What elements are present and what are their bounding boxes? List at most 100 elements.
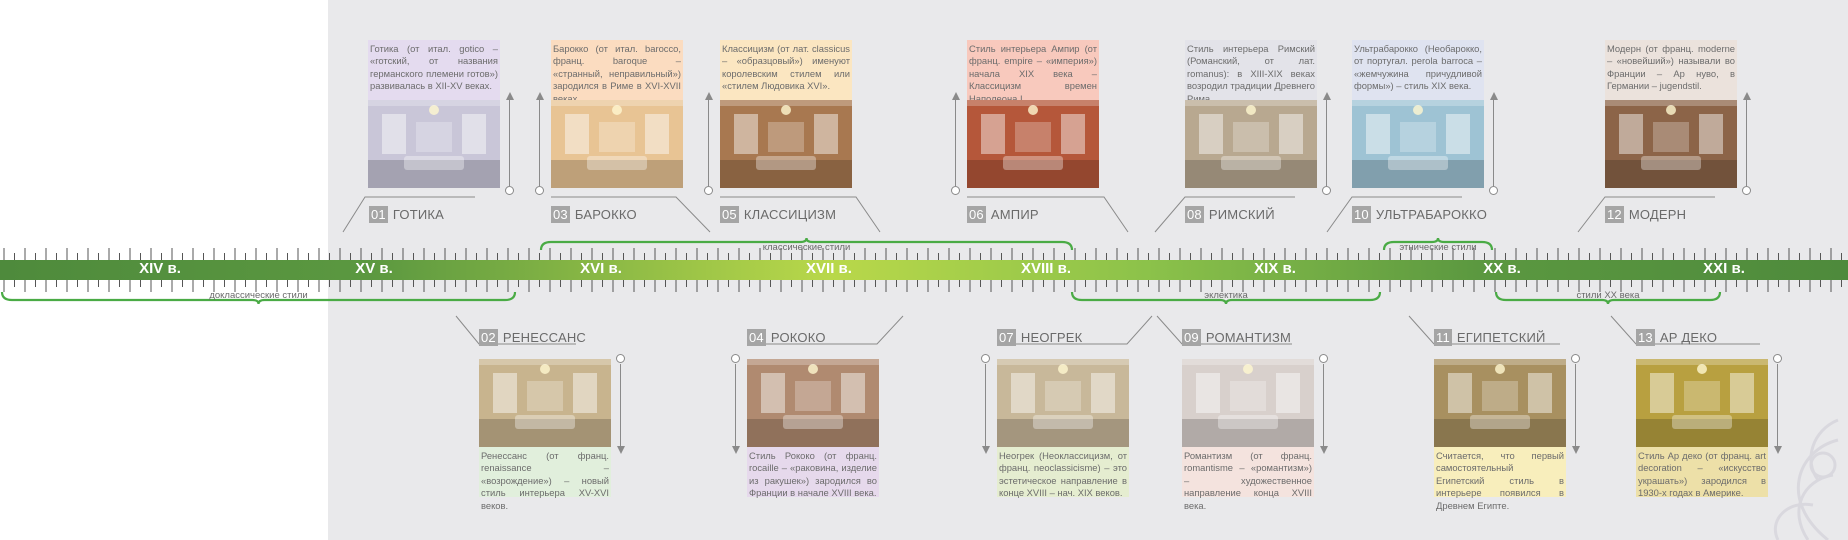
connector-line — [1154, 196, 1295, 233]
arrow-icon — [985, 364, 986, 448]
style-number: 13 — [1636, 329, 1655, 346]
century-label: XXI в. — [1703, 260, 1745, 277]
style-number: 03 — [551, 206, 570, 223]
arrow-icon — [1575, 364, 1576, 448]
group-label: доклассические стили — [209, 290, 308, 301]
style-label: 07 НЕОГРЕК — [997, 329, 1082, 346]
arrow-head-icon — [951, 92, 960, 100]
style-name: АМПИР — [990, 207, 1039, 222]
arrow-head-icon — [704, 92, 713, 100]
circle-marker-icon — [505, 186, 514, 195]
century-label: XIX в. — [1254, 260, 1296, 277]
circle-marker-icon — [1742, 186, 1751, 195]
style-description: Считается, что первый самостоятельный Ег… — [1434, 447, 1566, 511]
band-bar — [0, 260, 1848, 280]
style-label: 05 КЛАССИЦИЗМ — [720, 206, 836, 223]
style-number: 05 — [720, 206, 739, 223]
style-name: НЕОГРЕК — [1020, 330, 1083, 345]
interior-photo — [1605, 100, 1737, 188]
interior-photo — [368, 100, 500, 188]
group-label: классические стили — [762, 242, 851, 253]
group-bracket — [0, 291, 517, 305]
interior-photo — [747, 359, 879, 447]
connector-line — [747, 315, 904, 345]
century-label: XVII в. — [806, 260, 852, 277]
arrow-head-icon — [1742, 92, 1751, 100]
interior-photo — [1434, 359, 1566, 447]
style-number: 07 — [997, 329, 1016, 346]
style-number: 08 — [1185, 206, 1204, 223]
interior-photo — [551, 100, 683, 188]
style-number: 10 — [1352, 206, 1371, 223]
style-description: Стиль интерьера Ампир (от франц. empire … — [967, 40, 1099, 104]
style-description: Неогрек (Неоклассицизм, от франц. neocla… — [997, 447, 1129, 498]
style-description: Барокко (от итал. barocco, франц. baroqu… — [551, 40, 683, 104]
circle-marker-icon — [1571, 354, 1580, 363]
style-card: Готика (от итал. gotico – «готский, от н… — [368, 40, 500, 188]
century-label: XVI в. — [580, 260, 622, 277]
circle-marker-icon — [1773, 354, 1782, 363]
floral-watermark-icon — [1774, 418, 1839, 540]
arrow-head-icon — [1319, 446, 1328, 454]
style-description: Ренессанс (от франц. renaissance – «возр… — [479, 447, 611, 511]
group-bracket — [1494, 291, 1722, 305]
style-number: 12 — [1605, 206, 1624, 223]
style-card: Классицизм (от лат. classicus – «образцо… — [720, 40, 852, 188]
style-card: Модерн (от франц. moderne – «новейший») … — [1605, 40, 1737, 188]
style-name: УЛЬТРАБАРОККО — [1375, 207, 1488, 222]
interior-photo — [967, 100, 1099, 188]
century-label: XIV в. — [139, 260, 181, 277]
style-description: Стиль Ар деко (от франц. art decoration … — [1636, 447, 1768, 498]
circle-marker-icon — [1489, 186, 1498, 195]
style-card: Ренессанс (от франц. renaissance – «возр… — [479, 359, 611, 511]
style-card: Стиль Ар деко (от франц. art decoration … — [1636, 359, 1768, 498]
style-card: Неогрек (Неоклассицизм, от франц. neocla… — [997, 359, 1129, 498]
arrow-icon — [509, 98, 510, 186]
style-name: РОКОКО — [770, 330, 826, 345]
group-label: этнические стили — [1399, 242, 1477, 253]
circle-marker-icon — [616, 354, 625, 363]
arrow-icon — [539, 98, 540, 186]
arrow-head-icon — [731, 446, 740, 454]
group-bracket — [1070, 291, 1382, 305]
style-description: Готика (от итал. gotico – «готский, от н… — [368, 40, 500, 100]
style-description: Стиль Рококо (от франц. rocaille – «рако… — [747, 447, 879, 498]
style-description: Романтизм (от франц. romantisme – «роман… — [1182, 447, 1314, 511]
style-name: ГОТИКА — [392, 207, 445, 222]
arrow-icon — [620, 364, 621, 448]
century-label: XVIII в. — [1020, 260, 1072, 277]
style-card: Барокко (от итал. barocco, франц. baroqu… — [551, 40, 683, 188]
style-label: 09 РОМАНТИЗМ — [1182, 329, 1291, 346]
interior-photo — [1636, 359, 1768, 447]
style-description: Стиль интерьера Римский (Романский, от л… — [1185, 40, 1317, 104]
style-name: МОДЕРН — [1628, 207, 1687, 222]
style-number: 09 — [1182, 329, 1201, 346]
interior-photo — [997, 359, 1129, 447]
style-number: 06 — [967, 206, 986, 223]
connector-line — [720, 196, 881, 233]
arrow-head-icon — [1571, 446, 1580, 454]
style-number: 11 — [1434, 329, 1452, 346]
arrow-icon — [955, 98, 956, 186]
arrow-icon — [1326, 98, 1327, 186]
circle-marker-icon — [951, 186, 960, 195]
century-label: XX в. — [1483, 260, 1521, 277]
style-card: Стиль Рококо (от франц. rocaille – «рако… — [747, 359, 879, 498]
arrow-head-icon — [1489, 92, 1498, 100]
style-name: РОМАНТИЗМ — [1205, 330, 1292, 345]
style-name: КЛАССИЦИЗМ — [743, 207, 837, 222]
century-label: XV в. — [355, 260, 393, 277]
connector-line — [1326, 196, 1462, 233]
style-description: Модерн (от франц. moderne – «новейший») … — [1605, 40, 1737, 100]
interior-photo — [479, 359, 611, 447]
style-card: Романтизм (от франц. romantisme – «роман… — [1182, 359, 1314, 511]
group-bracket — [539, 237, 1074, 251]
connector-line — [342, 196, 475, 233]
interior-photo — [720, 100, 852, 188]
group-label: эклектика — [1204, 290, 1248, 301]
